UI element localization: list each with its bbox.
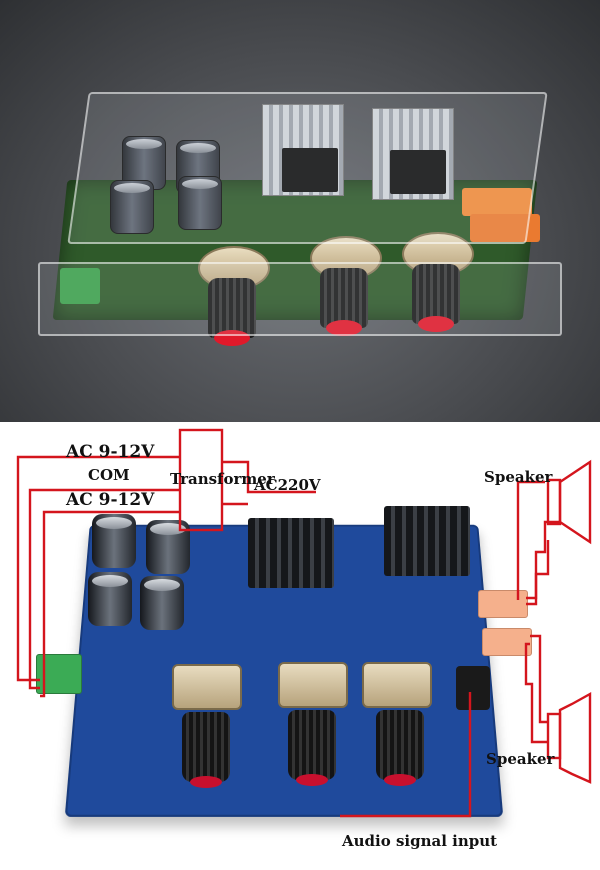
wire-com [30, 490, 180, 688]
wire-audio-input [340, 692, 470, 816]
acrylic-top [67, 92, 547, 244]
label-com: COM [88, 468, 130, 483]
amplifier-case-photo [0, 0, 600, 422]
wire-speaker-bottom-b [526, 644, 548, 742]
speaker-bottom-icon [560, 694, 590, 782]
speaker-top-icon [560, 462, 590, 542]
label-ac220v: AC220V [254, 478, 321, 493]
label-audio-input: Audio signal input [342, 834, 497, 849]
label-speaker-top: Speaker [484, 470, 552, 485]
label-ac-top: AC 9-12V [66, 444, 154, 461]
wire-speaker-top-a [526, 522, 560, 598]
label-ac-bottom: AC 9-12V [66, 492, 154, 509]
acrylic-front [38, 262, 562, 336]
wire-speaker-top-c [518, 482, 545, 600]
label-speaker-bottom: Speaker [486, 752, 554, 767]
wire-ac-bottom [40, 512, 180, 696]
